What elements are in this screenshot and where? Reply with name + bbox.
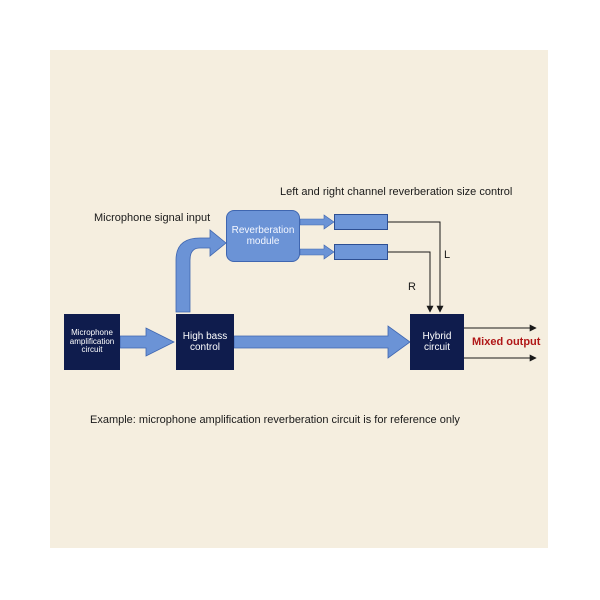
diagram-panel (50, 50, 548, 548)
right-channel-line (388, 251, 434, 313)
reverb-to-left-arrow (299, 214, 335, 230)
high-bass-control-label: High bass control (182, 331, 228, 353)
high-bass-control-box: High bass control (176, 314, 234, 370)
left-channel-line (388, 221, 444, 313)
channel-control-title: Left and right channel reverberation siz… (280, 186, 513, 198)
hybrid-circuit-label: Hybrid circuit (422, 331, 452, 353)
hybrid-circuit-box: Hybrid circuit (410, 314, 464, 370)
left-channel-control (334, 214, 388, 230)
microphone-amplification-label: Microphone amplification circuit (69, 327, 115, 355)
bass-to-reverb-arrow (175, 229, 227, 313)
microphone-amplification-box: Microphone amplification circuit (64, 314, 120, 370)
reference-note: Example: microphone amplification reverb… (90, 414, 460, 426)
right-channel-label: R (408, 281, 416, 293)
right-channel-control (334, 244, 388, 260)
reverberation-module-label: Reverberation module (231, 225, 295, 247)
left-channel-label: L (444, 249, 451, 261)
mixed-output-label: Mixed output (472, 336, 541, 348)
mic-to-bass-arrow (119, 327, 175, 357)
reverberation-module-box: Reverberation module (226, 210, 300, 262)
reverb-to-right-arrow (299, 244, 335, 260)
microphone-input-label: Microphone signal input (94, 212, 211, 224)
bass-to-hybrid-arrow (233, 325, 411, 359)
